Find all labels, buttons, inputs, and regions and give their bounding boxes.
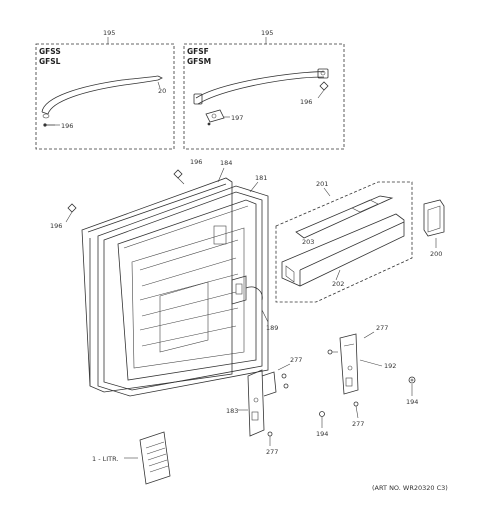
owners-manual: 1 - LITR. bbox=[92, 431, 171, 485]
screw-icon bbox=[43, 123, 55, 127]
callout-277-d: 277 bbox=[352, 420, 364, 428]
door-hinge-bracket bbox=[231, 275, 263, 305]
callout-196-right: 196 bbox=[300, 98, 312, 106]
mounting-screw-icon bbox=[317, 81, 329, 99]
model-label-gfsf: GFSF bbox=[187, 47, 209, 56]
callout-20: 20 bbox=[158, 87, 166, 95]
callout-194-right: 194 bbox=[406, 398, 418, 406]
hinge-right bbox=[339, 333, 359, 395]
hinge-screw-icon bbox=[327, 349, 338, 355]
screw-icon-lower bbox=[353, 401, 359, 419]
callout-181: 181 bbox=[255, 174, 267, 182]
callout-202: 202 bbox=[332, 280, 344, 288]
hinge-pin-icon bbox=[319, 411, 325, 428]
door-handle-right bbox=[193, 68, 329, 105]
callout-192: 192 bbox=[384, 362, 396, 370]
freezer-door-assembly: 196 184 181 196 bbox=[50, 158, 278, 397]
handle-bracket-icon bbox=[205, 109, 225, 126]
callout-196-top: 196 bbox=[190, 158, 202, 166]
model-label-gfsl: GFSL bbox=[39, 57, 61, 66]
callout-189: 189 bbox=[266, 324, 278, 332]
callout-277-a: 277 bbox=[376, 324, 388, 332]
callout-184: 184 bbox=[220, 159, 232, 167]
hinge-left bbox=[247, 369, 277, 437]
top-screw-icon bbox=[173, 169, 185, 185]
callout-183: 183 bbox=[226, 407, 238, 415]
left-screw-icon bbox=[65, 203, 77, 223]
art-number: (ART NO. WR20320 C3) bbox=[372, 484, 448, 492]
washer-icon bbox=[408, 376, 416, 384]
callout-200: 200 bbox=[430, 250, 442, 258]
door-bin-assembly: 201 203 202 200 bbox=[275, 180, 445, 303]
callout-201: 201 bbox=[316, 180, 328, 188]
callout-196-left: 196 bbox=[61, 122, 73, 130]
handle-kit-left: 195 GFSS GFSL 20 196 bbox=[35, 29, 175, 150]
bin-trim bbox=[295, 195, 394, 239]
model-label-gfss: GFSS bbox=[39, 47, 61, 56]
bin-end-cap bbox=[423, 199, 445, 237]
callout-literature: 1 - LITR. bbox=[92, 455, 118, 463]
callout-196-left-door: 196 bbox=[50, 222, 62, 230]
hinge-assemblies: 277 192 194 277 277 183 bbox=[226, 324, 418, 456]
door-bin bbox=[281, 213, 405, 287]
handle-kit-right: 195 GFSF GFSM 196 197 bbox=[183, 29, 345, 150]
callout-197: 197 bbox=[231, 114, 243, 122]
callout-194-left: 194 bbox=[316, 430, 328, 438]
callout-195-left: 195 bbox=[103, 29, 115, 37]
callout-195-right: 195 bbox=[261, 29, 273, 37]
door-handle-left bbox=[41, 75, 163, 119]
callout-277-b: 277 bbox=[290, 356, 302, 364]
model-label-gfsm: GFSM bbox=[187, 57, 211, 66]
callout-203: 203 bbox=[302, 238, 314, 246]
callout-277-c: 277 bbox=[266, 448, 278, 456]
hinge-screw-icon-left bbox=[267, 373, 289, 437]
